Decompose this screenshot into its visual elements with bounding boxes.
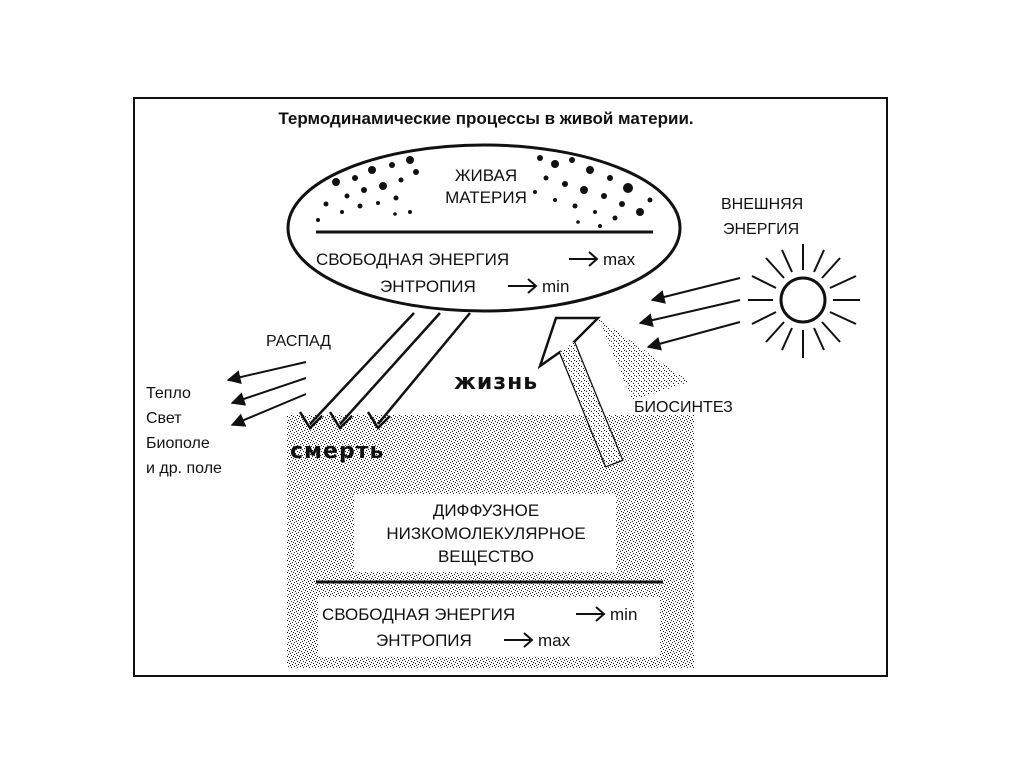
dots-pattern <box>316 155 653 228</box>
external-energy-label-2: ЭНЕРГИЯ <box>723 221 799 238</box>
living-entropy-trend: min <box>542 277 569 296</box>
diffuse-label-1: ДИФФУЗНОЕ <box>433 501 539 520</box>
decay-arrows <box>226 361 307 427</box>
diffuse-entropy: ЭНТРОПИЯ <box>376 631 472 650</box>
biosynthesis-label: БИОСИНТЕЗ <box>634 399 733 416</box>
living-matter-ellipse <box>286 143 682 313</box>
death-label: смерть <box>290 439 384 464</box>
diffuse-label-3: ВЕЩЕСТВО <box>438 547 534 566</box>
living-matter-label-2: МАТЕРИЯ <box>445 188 527 207</box>
diffuse-matter-block <box>287 415 694 668</box>
decay-output-4: и др. поле <box>146 460 222 477</box>
energy-arrows <box>638 277 741 351</box>
arrow-right-icon <box>504 632 534 648</box>
arrow-right-icon <box>508 278 538 294</box>
external-energy-label-1: ВНЕШНЯЯ <box>721 196 803 213</box>
diffuse-label-2: НИЗКОМОЛЕКУЛЯРНОЕ <box>386 524 585 543</box>
life-arrow <box>537 316 690 468</box>
decay-output-1: Тепло <box>146 385 191 402</box>
diffuse-free-energy: СВОБОДНАЯ ЭНЕРГИЯ <box>322 605 515 624</box>
decay-label: РАСПАД <box>266 333 331 350</box>
diffuse-entropy-trend: max <box>538 631 571 650</box>
living-free-energy-trend: max <box>603 250 636 269</box>
arrow-right-icon <box>569 251 599 267</box>
living-entropy: ЭНТРОПИЯ <box>380 277 476 296</box>
living-free-energy: СВОБОДНАЯ ЭНЕРГИЯ <box>316 250 509 269</box>
decay-output-3: Биополе <box>146 435 210 452</box>
living-matter-label-1: ЖИВАЯ <box>455 166 517 185</box>
decay-output-2: Свет <box>146 410 182 427</box>
death-arrows <box>298 312 471 430</box>
diffuse-free-energy-trend: min <box>610 605 637 624</box>
arrow-right-icon <box>576 606 606 622</box>
life-label: жизнь <box>454 370 538 395</box>
sun-icon <box>748 244 860 358</box>
diagram-title: Термодинамические процессы в живой матер… <box>278 109 693 128</box>
